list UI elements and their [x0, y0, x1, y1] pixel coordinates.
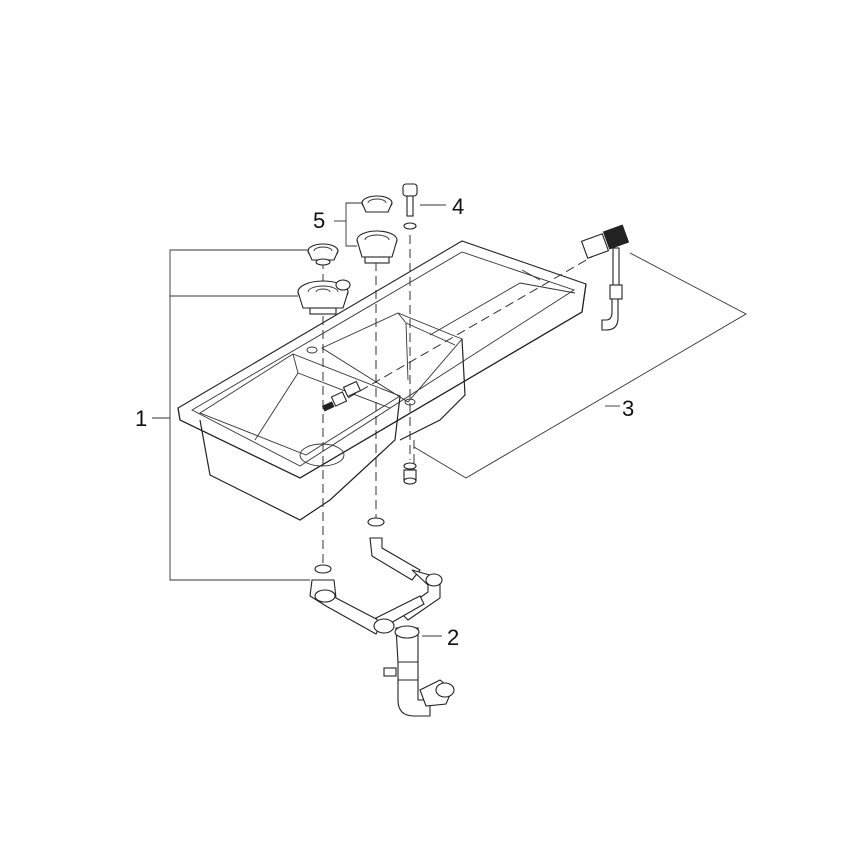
dispenser-icon — [402, 183, 418, 485]
strainer-baskets-icon — [356, 195, 398, 264]
strainer-icon — [297, 243, 351, 315]
callout-1: 1 — [135, 406, 147, 431]
callout-4: 4 — [452, 194, 464, 219]
sink-icon — [177, 240, 587, 521]
leader-lines — [152, 202, 747, 637]
callout-3: 3 — [622, 396, 634, 421]
pipe-icon — [309, 517, 455, 717]
overflow-icon — [580, 224, 630, 331]
callout-2: 2 — [447, 625, 459, 650]
callout-5: 5 — [313, 208, 325, 233]
